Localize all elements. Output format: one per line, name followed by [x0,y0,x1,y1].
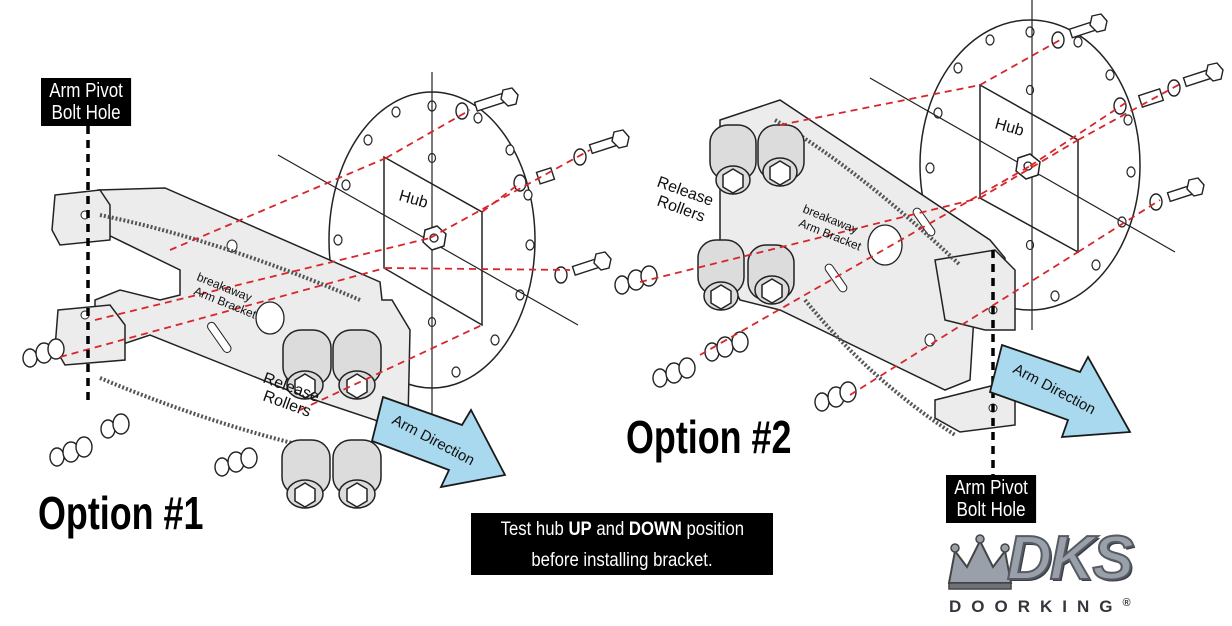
note-line-2: before installing bracket. [531,550,713,571]
arm-pivot-label-1: Arm Pivot Bolt Hole [41,78,132,126]
release-rollers-lower-1 [281,439,382,509]
arm-pivot-label-2: Arm Pivot Bolt Hole [946,475,1037,523]
washers-left-1 [22,338,258,477]
spring-1-top [99,213,361,302]
arm-pivot-label-2-line2: Bolt Hole [956,499,1026,521]
note-line-1: Test hub UP and DOWN position [500,516,744,544]
option-2-title: Option #2 [626,411,792,463]
hub-square-1 [383,155,483,327]
option-1-assembly: Hub breakaway Arm Bracket Release Roller… [22,72,630,509]
arm-pivot-label-1-line1: Arm Pivot [49,80,123,102]
hub-plate-holes-2 [925,26,1136,304]
note-post: position [681,519,744,540]
release-rollers-lower-2 [697,239,795,311]
logo-registered-mark: ® [1122,597,1131,609]
release-rollers-upper-1 [282,329,382,400]
note-mid: and [591,519,629,540]
note-up: UP [568,519,592,540]
alignment-lines-2 [639,39,1181,396]
note-pre: Test hub [500,519,569,540]
option-2-assembly: Hub breakaway Arm Bracket Release Roller… [614,0,1224,475]
logo-doorking-text: DOORKING [949,597,1123,616]
arm-pivot-label-1-line2: Bolt Hole [51,102,121,124]
arm-pivot-label-2-line1: Arm Pivot [954,477,1028,499]
arm-direction-arrow-2 [988,343,1132,438]
spring-1-bottom [99,376,301,447]
release-rollers-upper-2 [709,124,805,195]
option-1-title: Option #1 [38,487,204,539]
note-down: DOWN [628,519,682,540]
dks-doorking-logo: DKS DOORKING® [945,523,1210,619]
bolts-right-1 [455,87,630,284]
logo-dks: DKS [1006,523,1135,594]
logo-doorking: DOORKING® [949,597,1131,617]
arm-direction-arrow-1 [370,395,507,489]
crown-icon [947,534,1013,590]
alignment-lines-1 [59,109,591,411]
test-hub-note: Test hub UP and DOWN position before ins… [471,513,773,575]
spring-2-bottom [803,298,957,437]
